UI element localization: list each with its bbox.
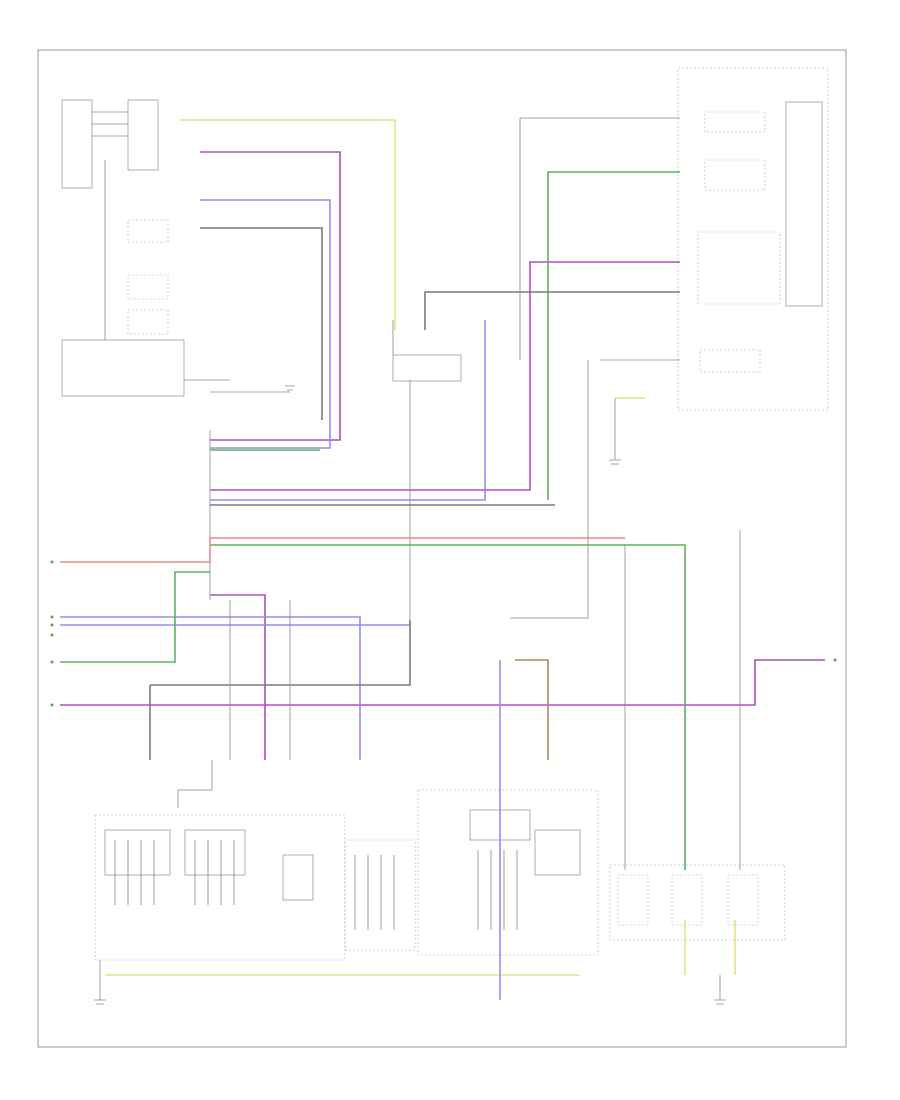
yellow-wire: [105, 119, 736, 976]
green-wire: [60, 171, 686, 870]
blue-wire: [60, 199, 501, 1000]
right-ground-g2: [609, 398, 621, 465]
thin-wires: [177, 117, 741, 870]
junction-connector: [392, 354, 462, 382]
bottom-right-control-module: [417, 789, 599, 956]
right-sensor-components: [697, 111, 781, 373]
grey-wire: [149, 227, 680, 760]
left-switch-component: [61, 99, 159, 189]
left-headlamp-assembly: [61, 160, 230, 397]
right-control-module: [785, 101, 823, 307]
left-ground-g1: [210, 385, 295, 393]
left-grounds-bottom: [94, 960, 106, 1005]
right-headlamp-assembly-frame: [677, 67, 829, 411]
terminal-block-2: [194, 840, 235, 905]
brown-wire: [515, 659, 549, 760]
left-margin-terminals: [50, 560, 837, 707]
red-wire: [60, 537, 625, 563]
violet-wire: [60, 151, 825, 760]
bottom-centre-connector: [344, 839, 416, 951]
left-sensor-component: [127, 219, 169, 335]
right-grounds-bottom: [714, 975, 726, 1005]
diagram-frame: [37, 49, 847, 1048]
bottom-left-control-module: [94, 814, 346, 961]
bottom-right-lamp-group: [609, 864, 786, 941]
terminal-block-1: [114, 840, 155, 905]
